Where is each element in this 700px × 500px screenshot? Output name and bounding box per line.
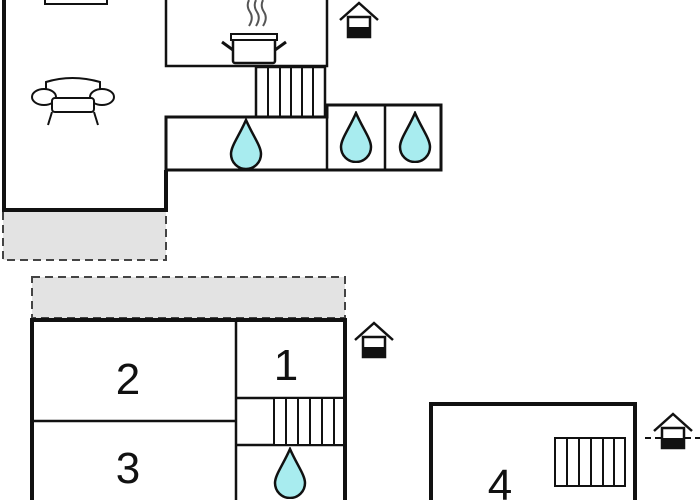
lower-floor: 2 3 1 <box>30 276 395 500</box>
stairs-icon <box>254 65 327 119</box>
room-number-2: 2 <box>116 355 140 404</box>
water-drop-icon <box>398 111 432 163</box>
house-entrance-icon <box>338 1 380 39</box>
terrace-lower <box>31 276 346 319</box>
water-drop-icon <box>273 447 307 499</box>
cooking-pot-icon <box>221 0 287 65</box>
house-entrance-icon <box>353 321 395 359</box>
upper-floor <box>2 0 443 261</box>
annex: 4 <box>429 402 700 500</box>
water-drop-icon <box>339 111 373 163</box>
furniture-top <box>44 0 108 5</box>
stairs-icon <box>273 397 345 446</box>
water-drop-icon <box>229 118 263 170</box>
annex-wall <box>429 402 637 500</box>
kitchen-wall <box>164 0 329 68</box>
room-number-4: 4 <box>488 461 512 500</box>
stairs-icon <box>554 437 626 487</box>
sofa-icon <box>31 77 115 126</box>
terrace-upper <box>2 209 167 261</box>
room-number-3: 3 <box>116 444 140 493</box>
house-entrance-icon <box>652 412 694 450</box>
living-room-wall <box>2 0 168 212</box>
room-number-1: 1 <box>274 341 298 390</box>
